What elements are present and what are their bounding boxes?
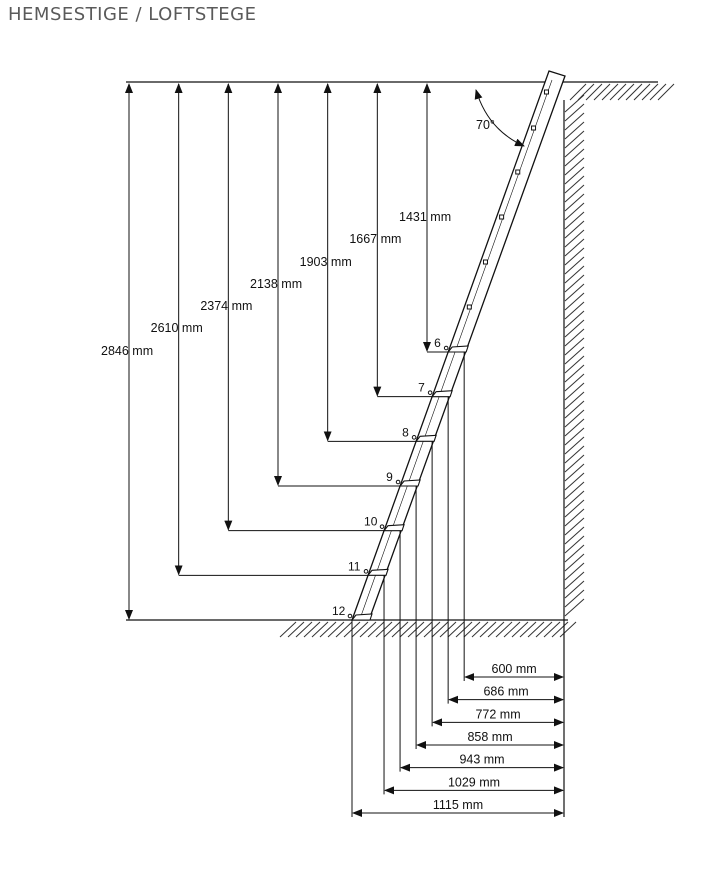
run-label: 1029 mm [448,775,500,789]
loft-floor [126,81,675,101]
run-label: 686 mm [483,685,528,699]
height-label: 2610 mm [151,321,203,335]
ladder-tread [398,479,421,487]
page-title: HEMSESTIGE / LOFTSTEGE [8,4,257,25]
step-number: 11 [348,559,361,573]
ladder-tread [350,613,373,621]
height-dimensions: 1431 mm 1667 mm 1903 mm 2138 mm 2374 mm 2610 … [101,83,451,620]
ladder-tread [447,345,469,353]
ladder-tread [414,434,437,442]
ladder [347,70,566,621]
run-label: 858 mm [467,730,512,744]
angle-annotation: 70° [474,89,525,147]
ladder-rung [515,169,521,175]
ladder-tread [366,568,389,576]
ladder-rung [499,214,505,220]
run-label: 600 mm [492,662,537,676]
step-number: 12 [332,604,346,618]
run-label: 772 mm [475,707,520,721]
ladder-tread [382,524,405,532]
ladder-rung [466,304,472,310]
ladder-rung [482,259,488,265]
height-label: 2374 mm [200,299,252,313]
height-label: 2138 mm [250,277,302,291]
ground-floor [126,619,577,638]
step-number: 6 [434,336,441,350]
height-label: 1431 mm [399,210,451,224]
ladder-rung [531,125,537,131]
step-number: 8 [402,425,409,439]
height-label: 1667 mm [349,232,401,246]
ladder-tread [430,390,453,398]
run-label: 1115 mm [433,798,483,812]
step-number: 9 [386,470,393,484]
step-numbers: 6 7 8 9 10 11 12 [332,336,441,618]
ladder-rung [543,89,549,95]
step-number: 7 [418,381,425,395]
wall [563,94,585,620]
height-label: 2846 mm [101,344,153,358]
step-number: 10 [364,515,378,529]
height-label: 1903 mm [300,255,352,269]
angle-label: 70° [476,118,495,132]
run-label: 943 mm [459,753,504,767]
